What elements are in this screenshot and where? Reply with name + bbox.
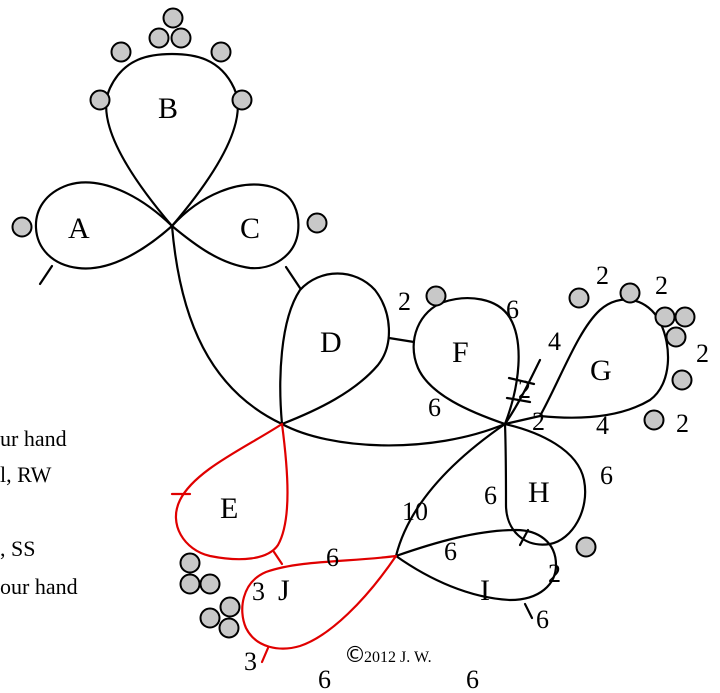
instruction-line-4: our hand	[0, 574, 78, 599]
instruction-line-2: l, RW	[0, 462, 52, 487]
cropped-instructions: ur hand l, RW , SS our hand	[0, 426, 78, 599]
count-j-top: 6	[326, 543, 339, 572]
count-h-left: 6	[484, 481, 497, 510]
copyright: © 2012 J. W.	[344, 643, 432, 668]
picot	[218, 617, 240, 639]
picot	[425, 285, 447, 307]
picot	[210, 41, 232, 63]
label-e: E	[220, 492, 238, 525]
red-rings	[170, 422, 398, 664]
label-f: F	[452, 336, 469, 369]
chain-ten	[394, 422, 507, 558]
join-f-g-1	[507, 376, 536, 386]
count-fg-join-2: 2	[532, 407, 545, 436]
picot	[643, 409, 665, 431]
connector-d-f	[387, 336, 416, 344]
connector-e-j	[272, 550, 284, 566]
picot	[674, 306, 696, 328]
copyright-symbol: ©	[344, 643, 366, 668]
count-i-top: 6	[444, 537, 457, 566]
count-j-left-top: 3	[252, 577, 265, 606]
count-ten: 10	[402, 497, 428, 526]
picot	[179, 573, 201, 595]
chain-d-to-center	[280, 422, 507, 447]
picot	[619, 282, 641, 304]
ring-a	[34, 181, 174, 270]
ring-c	[170, 183, 300, 270]
label-a: A	[68, 212, 90, 245]
count-g-right: 2	[696, 339, 709, 368]
picot	[575, 536, 597, 558]
label-h: H	[528, 476, 550, 509]
ring-e	[174, 422, 289, 561]
label-d: D	[320, 326, 342, 359]
count-i-bottom: 6	[466, 665, 479, 693]
count-j-left-bottom: 3	[244, 647, 257, 676]
picot	[199, 573, 221, 595]
black-rings	[34, 52, 670, 620]
count-i-join: 2	[548, 559, 561, 588]
picot	[89, 89, 111, 111]
count-h-top: 4	[596, 411, 609, 440]
label-i: I	[480, 574, 490, 607]
picot	[219, 596, 241, 618]
picot	[306, 212, 328, 234]
count-g-left: 4	[548, 327, 561, 356]
count-g-top-right: 2	[655, 271, 668, 300]
picot	[170, 27, 192, 49]
ring-i	[394, 528, 558, 602]
chain-g-left	[503, 358, 542, 426]
picots	[11, 7, 696, 639]
chain-center-to-d	[170, 224, 284, 426]
thread-tail-j	[260, 646, 270, 664]
count-g-bottom-right: 2	[676, 409, 689, 438]
count-f-bottom: 6	[428, 393, 441, 422]
label-b: B	[158, 92, 178, 125]
label-j: J	[278, 574, 290, 607]
picot	[199, 607, 221, 629]
thread-tail-i	[523, 602, 534, 620]
count-j-bottom: 6	[318, 665, 331, 693]
count-f-top: 6	[506, 295, 519, 324]
instruction-line-1: ur hand	[0, 426, 67, 451]
picot	[110, 41, 132, 63]
instruction-line-3: , SS	[0, 536, 35, 561]
picot	[654, 306, 676, 328]
chain-c-d	[284, 265, 302, 290]
ring-d	[279, 272, 390, 426]
stitch-counts: 2 6 6 4 2 2 2 2 2 2 4 10 6 6 6 2 6 6 6 3…	[244, 261, 709, 693]
ring-labels: A B C D E F G H I J	[68, 92, 612, 607]
count-i-right: 6	[536, 605, 549, 634]
label-c: C	[240, 212, 260, 245]
picot	[665, 326, 687, 348]
picot	[162, 7, 184, 29]
count-d-f: 2	[398, 287, 411, 316]
ring-j	[241, 554, 398, 650]
join-h-g	[503, 414, 542, 426]
copyright-text: 2012 J. W.	[364, 649, 432, 666]
count-h-right: 6	[600, 461, 613, 490]
count-fg-join-1: 2	[518, 375, 531, 404]
count-g-top-left: 2	[596, 261, 609, 290]
picot	[671, 369, 693, 391]
picot	[568, 287, 590, 309]
join-i-h	[518, 528, 530, 547]
ring-b	[105, 52, 239, 228]
picot	[11, 216, 33, 238]
picot	[231, 89, 253, 111]
picot	[148, 27, 170, 49]
picot	[179, 552, 201, 574]
label-g: G	[590, 354, 612, 387]
thread-tail-a	[38, 264, 54, 286]
